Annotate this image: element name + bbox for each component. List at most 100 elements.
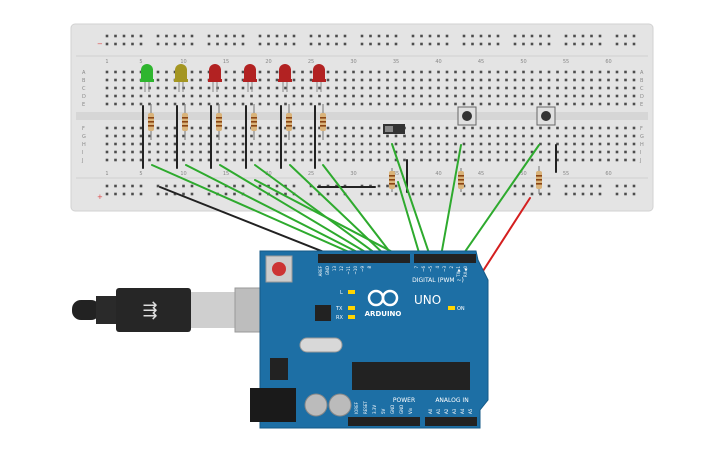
rail-hole[interactable] [335, 42, 338, 46]
breadboard-hole[interactable] [632, 150, 636, 154]
breadboard-hole[interactable] [539, 126, 542, 130]
breadboard-hole[interactable] [403, 134, 406, 138]
breadboard-hole[interactable] [352, 94, 355, 98]
pushbutton-2[interactable] [536, 106, 556, 126]
breadboard-hole[interactable] [547, 86, 551, 90]
breadboard-hole[interactable] [275, 78, 279, 82]
breadboard-hole[interactable] [607, 134, 610, 138]
breadboard-hole[interactable] [267, 70, 270, 74]
breadboard-hole[interactable] [590, 94, 593, 98]
breadboard-hole[interactable] [224, 158, 228, 162]
breadboard-hole[interactable] [624, 134, 627, 138]
rail-hole[interactable] [386, 42, 389, 46]
rail-hole[interactable] [258, 192, 262, 196]
breadboard-hole[interactable] [267, 150, 270, 154]
breadboard-hole[interactable] [581, 70, 585, 74]
breadboard-hole[interactable] [335, 142, 338, 146]
breadboard-hole[interactable] [420, 142, 423, 146]
breadboard-hole[interactable] [573, 94, 576, 98]
rail-hole[interactable] [471, 192, 474, 196]
breadboard-hole[interactable] [488, 70, 491, 74]
breadboard-hole[interactable] [258, 102, 262, 106]
breadboard-hole[interactable] [122, 94, 126, 98]
rail-hole[interactable] [394, 184, 398, 188]
rail-hole[interactable] [598, 192, 602, 196]
breadboard-hole[interactable] [326, 126, 330, 130]
breadboard-hole[interactable] [301, 102, 304, 106]
breadboard-hole[interactable] [207, 94, 211, 98]
rail-hole[interactable] [207, 34, 211, 38]
breadboard-hole[interactable] [437, 126, 440, 130]
rail-hole[interactable] [139, 192, 143, 196]
breadboard-hole[interactable] [343, 126, 347, 130]
wire-led-signal[interactable] [151, 164, 359, 257]
breadboard-hole[interactable] [241, 158, 245, 162]
breadboard-hole[interactable] [505, 94, 508, 98]
rail-hole[interactable] [573, 34, 576, 38]
breadboard-hole[interactable] [275, 94, 279, 98]
breadboard-hole[interactable] [284, 86, 287, 90]
rail-hole[interactable] [258, 42, 262, 46]
breadboard-hole[interactable] [522, 78, 525, 82]
rail-hole[interactable] [139, 184, 143, 188]
analog-header[interactable] [425, 417, 477, 426]
rail-hole[interactable] [590, 192, 593, 196]
breadboard-hole[interactable] [343, 134, 347, 138]
breadboard-hole[interactable] [309, 78, 313, 82]
breadboard-hole[interactable] [156, 158, 160, 162]
breadboard-hole[interactable] [411, 150, 415, 154]
breadboard-hole[interactable] [301, 94, 304, 98]
rail-hole[interactable] [539, 34, 542, 38]
rail-hole[interactable] [386, 184, 389, 188]
breadboard-hole[interactable] [598, 134, 602, 138]
breadboard-hole[interactable] [428, 102, 432, 106]
breadboard-hole[interactable] [488, 78, 491, 82]
breadboard-hole[interactable] [275, 102, 279, 106]
breadboard-hole[interactable] [437, 134, 440, 138]
breadboard-hole[interactable] [471, 102, 474, 106]
breadboard-hole[interactable] [488, 126, 491, 130]
breadboard-hole[interactable] [564, 158, 568, 162]
breadboard-hole[interactable] [105, 70, 109, 74]
breadboard-hole[interactable] [564, 150, 568, 154]
breadboard-hole[interactable] [394, 158, 398, 162]
reset-button[interactable] [265, 255, 293, 283]
resistor[interactable] [216, 104, 222, 140]
breadboard-hole[interactable] [284, 94, 287, 98]
breadboard-hole[interactable] [309, 158, 313, 162]
breadboard-hole[interactable] [352, 142, 355, 146]
breadboard-hole[interactable] [216, 134, 219, 138]
breadboard-hole[interactable] [488, 94, 491, 98]
breadboard-hole[interactable] [513, 142, 517, 146]
breadboard-hole[interactable] [471, 142, 474, 146]
rail-hole[interactable] [275, 34, 279, 38]
breadboard-hole[interactable] [173, 142, 177, 146]
breadboard-hole[interactable] [173, 86, 177, 90]
breadboard-hole[interactable] [207, 126, 211, 130]
wire-button1-signal[interactable] [440, 144, 462, 257]
breadboard-hole[interactable] [530, 134, 534, 138]
breadboard-hole[interactable] [530, 158, 534, 162]
breadboard-hole[interactable] [250, 150, 253, 154]
breadboard-hole[interactable] [114, 158, 117, 162]
breadboard-hole[interactable] [437, 78, 440, 82]
breadboard-hole[interactable] [522, 102, 525, 106]
breadboard-hole[interactable] [556, 94, 559, 98]
breadboard-hole[interactable] [105, 86, 109, 90]
resistor[interactable] [251, 104, 257, 140]
breadboard-hole[interactable] [114, 78, 117, 82]
breadboard-hole[interactable] [581, 78, 585, 82]
breadboard-hole[interactable] [581, 86, 585, 90]
breadboard-hole[interactable] [403, 150, 406, 154]
breadboard-hole[interactable] [224, 150, 228, 154]
rail-hole[interactable] [335, 34, 338, 38]
breadboard-hole[interactable] [581, 126, 585, 130]
rail-hole[interactable] [224, 42, 228, 46]
breadboard-hole[interactable] [216, 102, 219, 106]
breadboard-hole[interactable] [309, 150, 313, 154]
breadboard-hole[interactable] [131, 126, 134, 130]
breadboard-hole[interactable] [411, 134, 415, 138]
breadboard-hole[interactable] [513, 86, 517, 90]
breadboard-hole[interactable] [564, 94, 568, 98]
breadboard-hole[interactable] [615, 158, 619, 162]
